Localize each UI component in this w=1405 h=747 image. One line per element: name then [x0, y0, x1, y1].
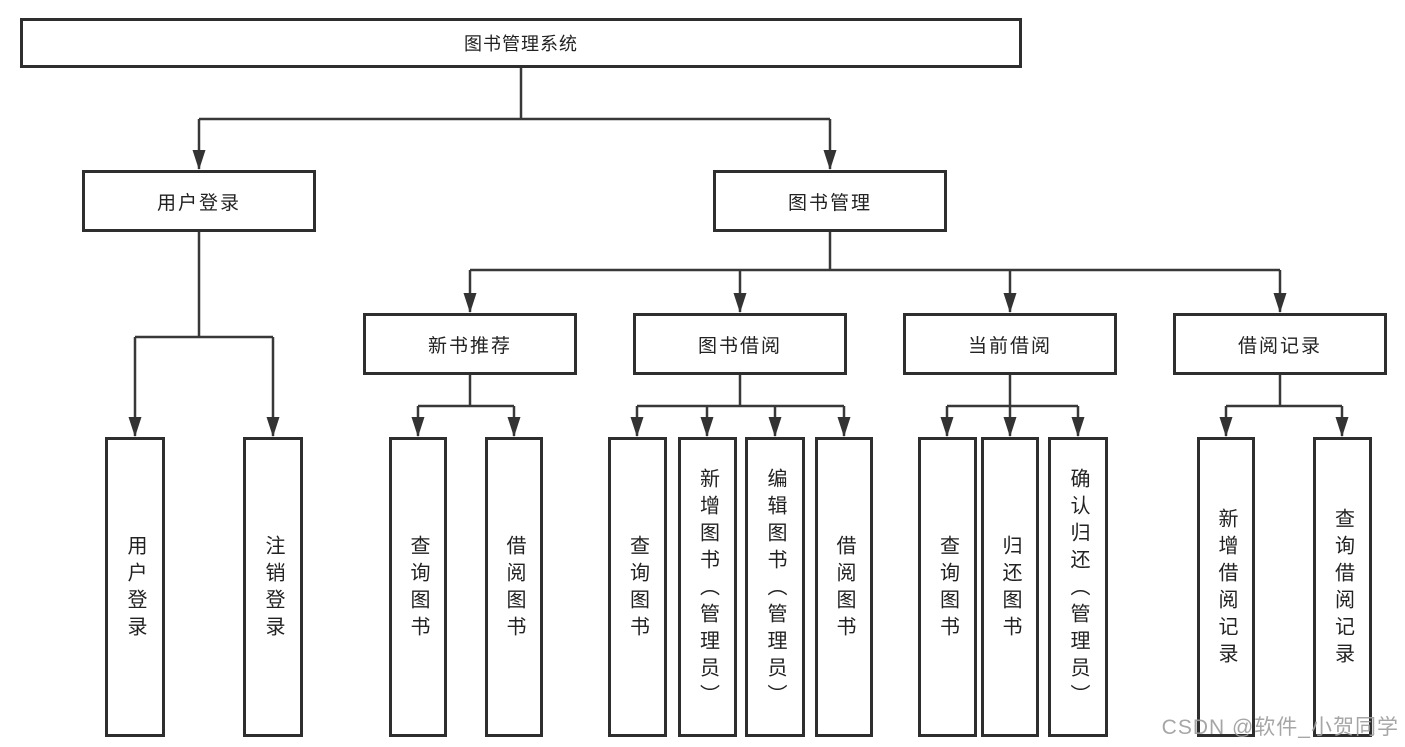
node-book-borrow: 图书借阅 — [633, 313, 847, 375]
leaf-confirm-return-admin: 确认归还（管理员） — [1048, 437, 1108, 737]
leaf-borrow-books: 借阅图书 — [815, 437, 873, 737]
leaf-query-books: 查询图书 — [389, 437, 447, 737]
node-library-system: 图书管理系统 — [20, 18, 1022, 68]
leaf-user-login: 用户登录 — [105, 437, 165, 737]
leaf-edit-book-admin: 编辑图书（管理员） — [745, 437, 805, 737]
node-current-borrow: 当前借阅 — [903, 313, 1117, 375]
leaf-query-books: 查询图书 — [918, 437, 977, 737]
node-new-book-recommend: 新书推荐 — [363, 313, 577, 375]
node-user-login: 用户登录 — [82, 170, 316, 232]
leaf-add-book-admin: 新增图书（管理员） — [678, 437, 737, 737]
watermark: CSDN @软件_小贺同学 — [1161, 716, 1399, 739]
leaf-return-books: 归还图书 — [981, 437, 1039, 737]
leaf-query-books: 查询图书 — [608, 437, 667, 737]
node-borrow-records: 借阅记录 — [1173, 313, 1387, 375]
node-book-management: 图书管理 — [713, 170, 947, 232]
leaf-query-borrow-record: 查询借阅记录 — [1313, 437, 1372, 737]
leaf-logout: 注销登录 — [243, 437, 303, 737]
leaf-borrow-books: 借阅图书 — [485, 437, 543, 737]
leaf-add-borrow-record: 新增借阅记录 — [1197, 437, 1255, 737]
